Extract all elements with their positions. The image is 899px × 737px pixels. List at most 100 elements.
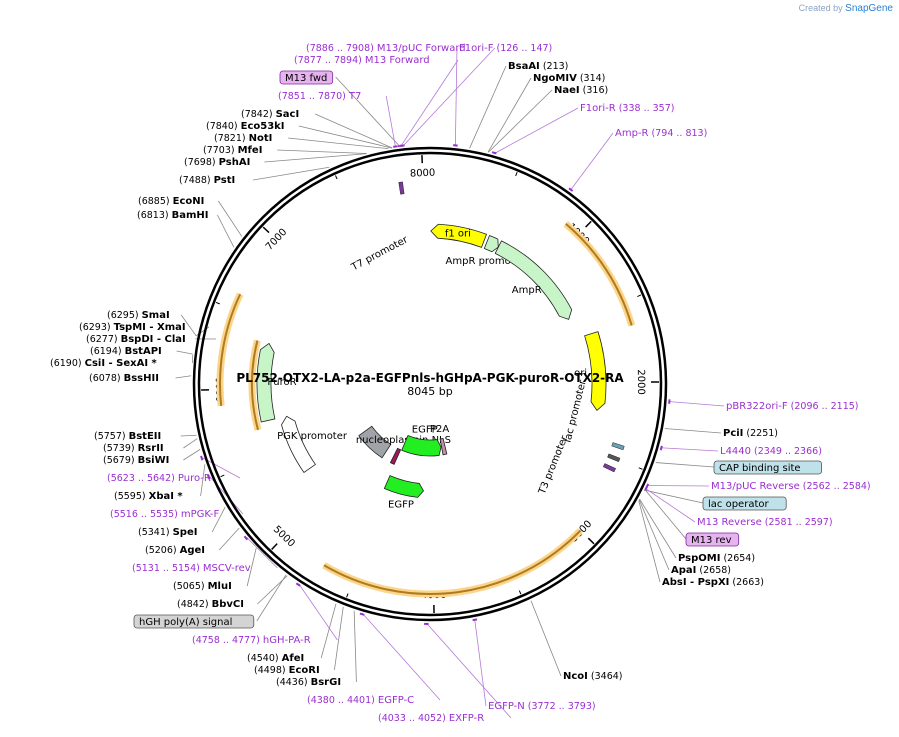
leader-line [176, 350, 193, 355]
label-name: BsrGI [311, 677, 341, 688]
site-label-absi-pspxi: AbsI - PspXI (2663) [662, 577, 764, 588]
label-text: (7842) SacI [241, 109, 299, 120]
site-label-bstapi: (6194) BstAPI [90, 346, 162, 357]
label-text: (5341) SpeI [138, 527, 197, 538]
label-name: BsaAI [508, 61, 540, 72]
site-marker-4 [602, 463, 617, 473]
label-text: (7851 .. 7870) T7 [278, 91, 361, 102]
site-label-ncoi: NcoI (3464) [563, 671, 623, 682]
label-name: AgeI [180, 545, 205, 556]
label-range: (2658) [696, 565, 731, 576]
minor-tick [334, 175, 338, 180]
label-name: ApaI [671, 565, 696, 576]
label-name: BspDI - ClaI [121, 334, 186, 345]
label-name: NcoI [563, 671, 588, 682]
label-text: (4540) AfeI [247, 653, 304, 664]
label-text: NgoMIV (314) [533, 73, 605, 84]
t7-promoter-label: T7 promoter [349, 234, 411, 274]
feature-label-f1-ori: f1 ori [445, 229, 471, 240]
minor-tick [346, 593, 349, 598]
leader-line [664, 428, 722, 434]
label-range: (6885) [138, 196, 173, 207]
label-text: (5065) MluI [173, 581, 232, 592]
orf-arc-2 [323, 529, 582, 595]
tag-text: hGH poly(A) signal [139, 617, 232, 628]
label-text: (4758 .. 4777) hGH-PA-R [192, 635, 311, 646]
plasmid-name: PL752-OTX2-LA-p2a-EGFPnls-hGHpA-PGK-puro… [236, 371, 624, 385]
label-text: (5131 .. 5154) MSCV-rev [132, 563, 251, 574]
site-label-bsiwi: (5679) BsiWI [103, 455, 169, 466]
label-text: (7821) NotI [214, 133, 272, 144]
label-name: EcoNI [173, 196, 205, 207]
leader-line [385, 95, 396, 148]
leader-line [256, 574, 287, 622]
minor-tick [215, 301, 220, 305]
tag-text: CAP binding site [719, 463, 801, 474]
label-text: (5757) BstEII [94, 431, 161, 442]
leader-line [264, 153, 367, 163]
site-label-mscv-rev: (5131 .. 5154) MSCV-rev [132, 563, 251, 574]
label-name: AfeI [282, 653, 305, 664]
leader-line [402, 47, 496, 147]
label-range: (4498) [254, 665, 289, 676]
leader-line [183, 449, 201, 461]
tick-3000 [587, 537, 595, 545]
tick-1000 [585, 220, 592, 228]
label-text: NcoI (3464) [563, 671, 623, 682]
label-text: (6813) BamHI [137, 210, 209, 221]
primer-mark [568, 187, 574, 192]
minor-tick [220, 474, 225, 478]
site-label-t7: (7851 .. 7870) T7 [278, 91, 361, 102]
site-label-m13-puc-forward: (7886 .. 7908) M13/pUC Forward [306, 43, 466, 54]
site-label-spei: (5341) SpeI [138, 527, 197, 538]
leader-line [644, 488, 687, 540]
site-label-egfp-n: EGFP-N (3772 .. 3793) [488, 701, 596, 712]
tag-text: M13 fwd [285, 73, 327, 84]
label-range: (5206) [145, 545, 180, 556]
primer-mark [393, 145, 398, 148]
label-name: MSCV-rev [203, 563, 251, 574]
leader-line [454, 47, 458, 147]
label-name: EGFP-N [488, 701, 525, 712]
label-text: (6277) BspDI - ClaI [86, 334, 186, 345]
leader-line [426, 622, 512, 719]
site-label-bamhi: (6813) BamHI [137, 210, 209, 221]
label-range: (7821) [214, 133, 249, 144]
label-range: (5131 .. 5154) [132, 563, 203, 574]
label-range: (6293) [79, 322, 114, 333]
credit-prefix: Created by [798, 3, 843, 13]
leader-line [655, 462, 715, 468]
leader-line [180, 434, 197, 437]
site-marker-3 [607, 453, 621, 463]
label-range: (6078) [89, 373, 124, 384]
leader-line [246, 547, 257, 587]
label-range: (7842) [241, 109, 276, 120]
label-name: Eco53kI [241, 121, 285, 132]
site-label-eco53ki: (7840) Eco53kI [206, 121, 285, 132]
label-range: (5757) [94, 431, 129, 442]
backbone-outer-ring [192, 146, 668, 622]
backbone-inner-ring [197, 151, 663, 617]
feature-hgh [358, 425, 392, 459]
leader-line [315, 113, 393, 149]
leader-line [183, 438, 198, 449]
center-label: PL752-OTX2-LA-p2a-EGFPnls-hGHpA-PGK-puro… [236, 371, 624, 398]
site-marker-1 [398, 181, 405, 195]
feature-label-ori: ori [574, 368, 587, 379]
label-name: PshAI [219, 157, 251, 168]
site-label-m13-rev: M13 rev [685, 532, 740, 547]
label-range: (3464) [588, 671, 623, 682]
label-name: SmaI [142, 310, 170, 321]
label-range: (6277) [86, 334, 121, 345]
label-text: M13/pUC Reverse (2562 .. 2584) [711, 481, 871, 492]
label-range: (213) [540, 61, 569, 72]
label-text: Amp-R (794 .. 813) [615, 128, 707, 139]
site-label-bspdi-clai: (6277) BspDI - ClaI [86, 334, 186, 345]
label-name: AbsI - PspXI [662, 577, 729, 588]
label-name: BsiWI [138, 455, 170, 466]
leader-line [530, 600, 562, 677]
label-text: F1ori-F (126 .. 147) [459, 43, 552, 54]
plasmid-size: 8045 bp [407, 385, 452, 398]
label-name: BstAPI [125, 346, 162, 357]
